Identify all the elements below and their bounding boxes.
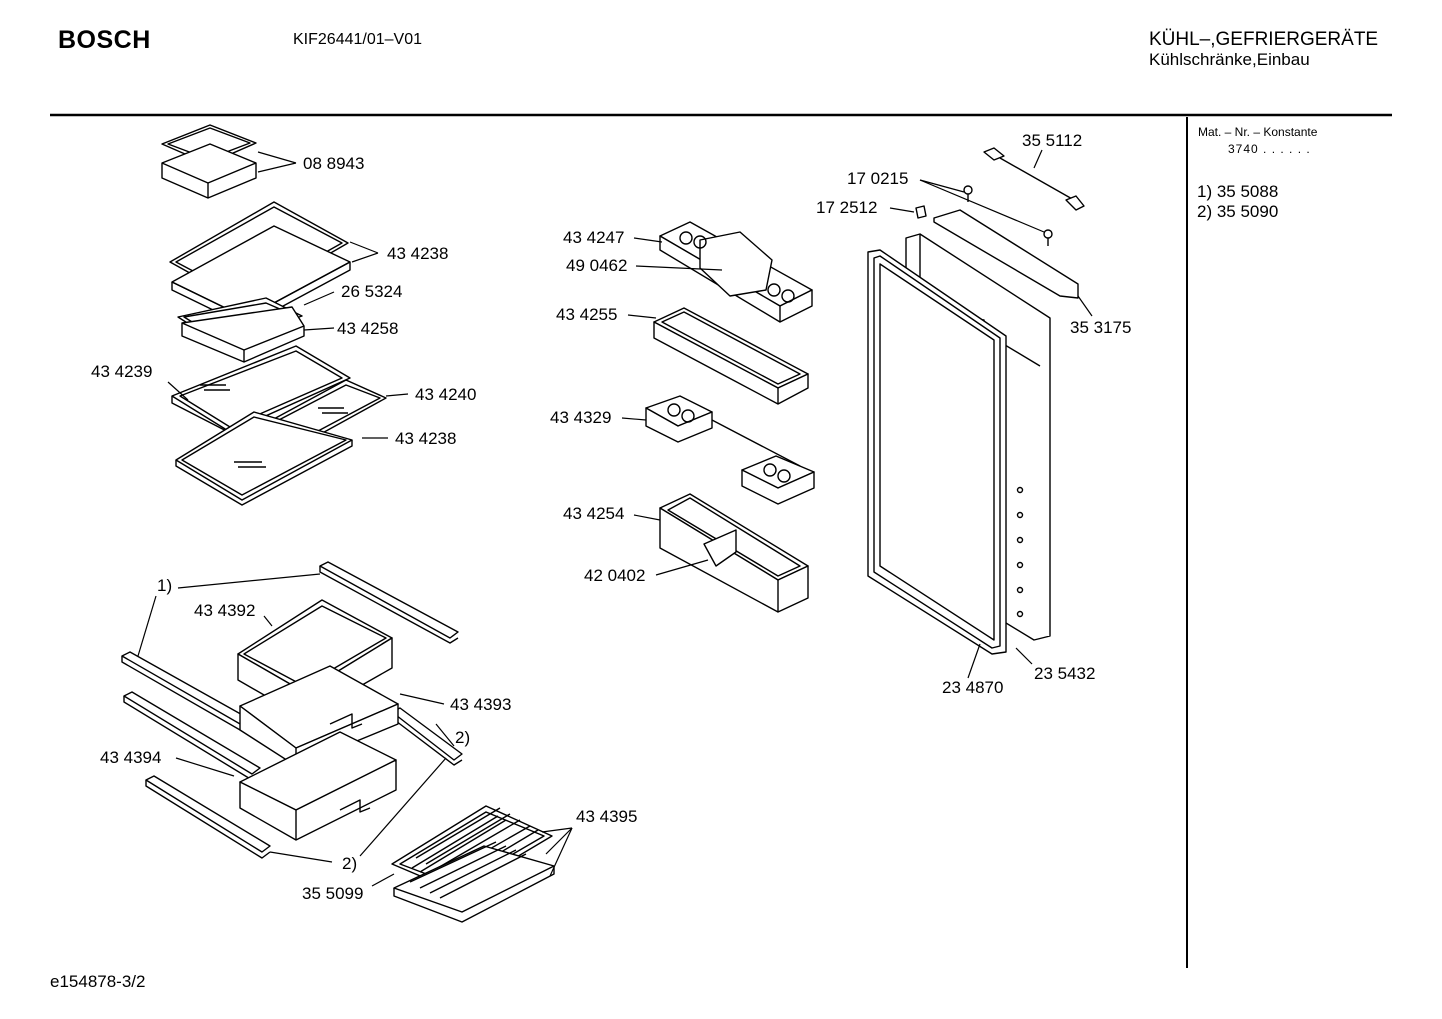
part-label-434393: 43 4393 (450, 695, 512, 714)
ref-label-2-bottom: 2) (342, 854, 358, 873)
part-label-355099: 35 5099 (302, 884, 364, 903)
mat-no-label: Mat. – Nr. – Konstante (1198, 125, 1318, 139)
leader-lines (137, 149, 1093, 887)
part-label-434395: 43 4395 (576, 807, 638, 826)
part-label-420402: 42 0402 (584, 566, 646, 585)
vent-grille-bottom (393, 841, 555, 923)
part-label-265324: 26 5324 (341, 282, 403, 301)
mat-no-constant: 3740 . . . . . . (1228, 142, 1311, 156)
rail-top-right (319, 561, 459, 644)
part-label-170215: 17 0215 (847, 169, 909, 188)
shelf-holder-tray (177, 297, 305, 363)
rail-bottom (145, 775, 271, 859)
door-gasket (867, 249, 1007, 655)
clip-part (915, 205, 927, 219)
screw-2 (1043, 229, 1053, 246)
part-label-434238-top: 43 4238 (387, 244, 449, 263)
drawer-bottom (239, 731, 397, 841)
ref-label-2-top: 2) (455, 728, 471, 747)
screw-1 (963, 185, 973, 202)
bottle-shelf (659, 493, 809, 613)
note-2: 2) 35 5090 (1197, 202, 1279, 221)
category-title: KÜHL–,GEFRIERGERÄTE (1149, 29, 1379, 50)
cable-part (983, 147, 1085, 211)
small-frame-part (161, 124, 257, 199)
brand-logo: BOSCH (58, 26, 151, 54)
note-1: 1) 35 5088 (1197, 182, 1279, 201)
part-label-434238-bottom: 43 4238 (395, 429, 457, 448)
part-label-434247: 43 4247 (563, 228, 625, 247)
shelf-frame-2 (171, 225, 351, 327)
part-label-434254: 43 4254 (563, 504, 625, 523)
ref-label-1: 1) (157, 576, 173, 595)
part-label-234870: 23 4870 (942, 678, 1004, 697)
part-label-355112: 35 5112 (1022, 131, 1083, 150)
egg-shelf-with-flap (659, 221, 813, 323)
rail-right-2 (391, 707, 463, 766)
part-label-172512: 17 2512 (816, 198, 878, 217)
document-id: e154878-3/2 (50, 972, 146, 991)
model-number: KIF26441/01–V01 (293, 31, 422, 48)
part-label-434255: 43 4255 (556, 305, 618, 324)
part-label-434240: 43 4240 (415, 385, 477, 404)
egg-shelf (645, 395, 815, 505)
glass-shelf-split (171, 345, 351, 439)
part-label-434392: 43 4392 (194, 601, 256, 620)
part-label-434329: 43 4329 (550, 408, 612, 427)
part-label-434394: 43 4394 (100, 748, 162, 767)
hinge-bracket (933, 209, 1079, 299)
category-subtitle: Kühlschränke,Einbau (1149, 50, 1310, 69)
door-shelf-plain (653, 307, 809, 405)
drawer-middle (239, 665, 399, 767)
part-label-235432: 23 5432 (1034, 664, 1096, 683)
part-label-353175: 35 3175 (1070, 318, 1132, 337)
part-label-434258: 43 4258 (337, 319, 399, 338)
part-label-490462: 49 0462 (566, 256, 628, 275)
part-label-434239: 43 4239 (91, 362, 153, 381)
glass-shelf-bottom (175, 411, 353, 506)
part-label-088943: 08 8943 (303, 154, 365, 173)
